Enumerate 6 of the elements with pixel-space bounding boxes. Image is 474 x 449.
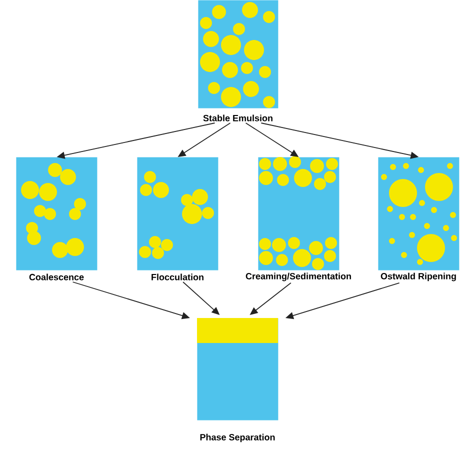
panel-label: Coalescence [29,274,84,280]
panel-label: Creaming/Sedimentation [246,272,351,282]
panel-label: Phase Separation [200,434,275,442]
panel-label: Stable Emulsion [203,114,272,122]
panel-label: Flocculation [152,274,204,280]
panel-label: Ostwald Ripening [380,272,456,282]
